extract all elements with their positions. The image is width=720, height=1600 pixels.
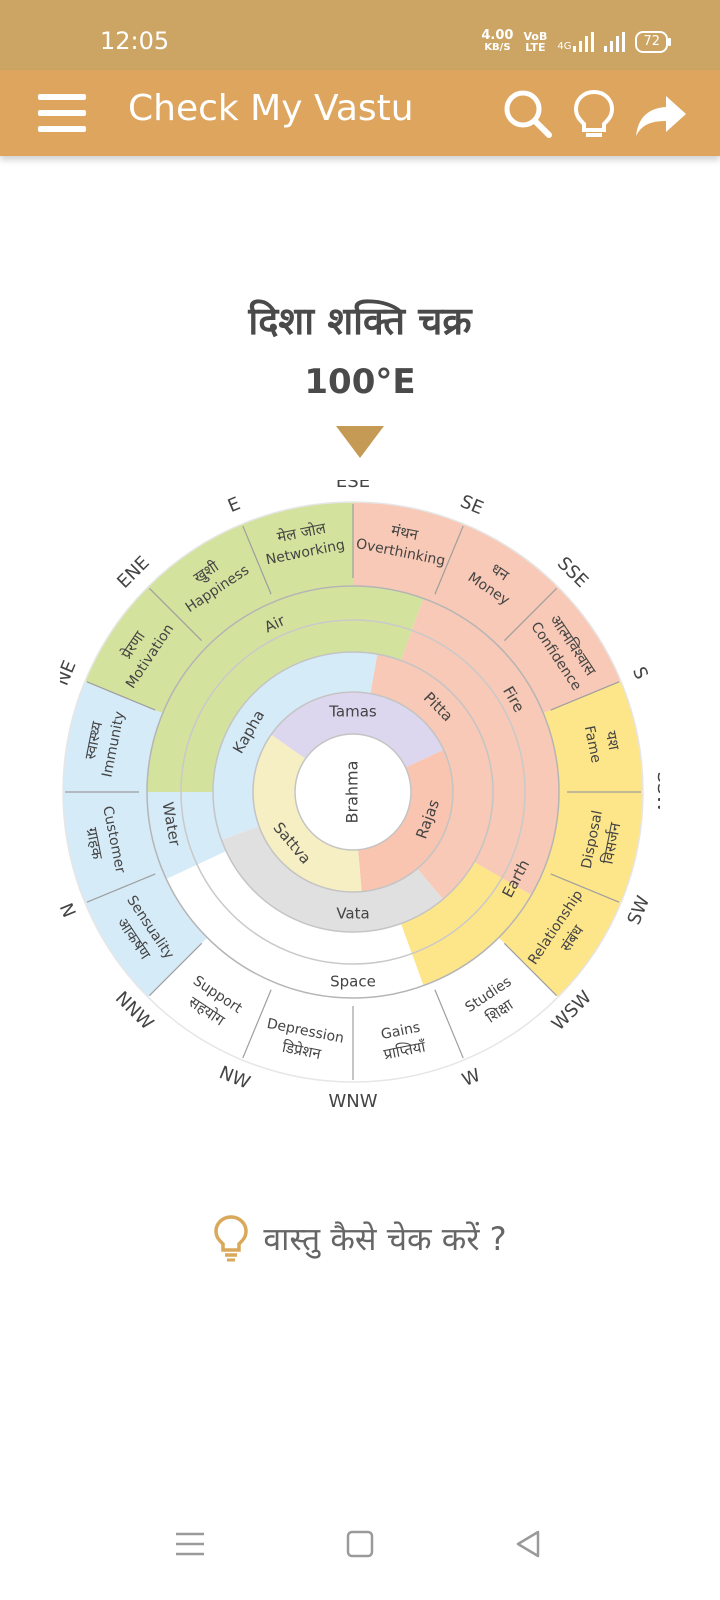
compass-degree: 100°E — [304, 362, 416, 402]
zone-divider — [550, 873, 620, 903]
search-icon — [504, 90, 552, 138]
guna-sattva — [252, 734, 362, 892]
zone-sector — [63, 792, 163, 903]
signal-strength-icon — [604, 32, 626, 52]
inner-element-ring — [180, 619, 526, 965]
search-button[interactable] — [500, 86, 556, 142]
direction-label-ese: ESE — [336, 480, 370, 492]
direction-label-w: W — [459, 1065, 484, 1091]
direction-label-e: E — [225, 493, 244, 517]
zone-sector — [353, 502, 464, 602]
menu-lines-icon — [176, 1532, 204, 1556]
element-ring — [146, 585, 560, 999]
dosha-kapha — [213, 651, 378, 840]
direction-label-sse: SSE — [553, 553, 592, 592]
battery-indicator: 72 — [635, 31, 671, 53]
bulb-icon — [573, 89, 615, 137]
zone-divider — [434, 989, 464, 1059]
guna-ring — [252, 691, 454, 893]
back-button[interactable] — [508, 1524, 548, 1564]
zone-sector — [543, 681, 643, 792]
outer-ring — [62, 501, 644, 1083]
square-icon — [346, 1530, 374, 1558]
direction-label-sw: SW — [624, 893, 655, 928]
zone-sector — [85, 870, 208, 998]
zone-sector — [242, 982, 353, 1082]
menu-button[interactable] — [38, 92, 88, 134]
direction-label-n: N — [60, 900, 79, 920]
recent-apps-button[interactable] — [170, 1524, 210, 1564]
how-to-check-vastu-link[interactable]: वास्तु कैसे चेक करें ? — [0, 1214, 720, 1262]
back-triangle-icon — [516, 1530, 540, 1558]
tips-button[interactable] — [566, 86, 622, 142]
zone-divider — [434, 525, 464, 595]
zone-label-english: Fame — [581, 724, 604, 764]
zone-divider — [86, 681, 156, 711]
app-title: Check My Vastu — [128, 88, 414, 129]
zone-sector — [147, 937, 275, 1060]
guna-label-tamas: Tamas — [328, 703, 377, 721]
zone-sector — [543, 792, 643, 903]
home-button[interactable] — [340, 1524, 380, 1564]
element-fire — [400, 598, 559, 895]
share-icon — [636, 96, 686, 136]
zone-divider — [503, 587, 558, 642]
status-bar: 12:05 4.00 KB/S VoB LTE 4G 72 — [0, 0, 720, 70]
zone-divider — [503, 942, 558, 997]
system-navigation-bar — [0, 1490, 720, 1600]
bulb-icon — [214, 1215, 249, 1262]
element-space — [166, 851, 424, 998]
direction-label-s: S — [628, 664, 652, 683]
disha-shakti-chakra[interactable]: मेल जोलNetworkingमंथनOverthinkingधनMoney… — [60, 480, 660, 1120]
element-earth — [400, 862, 532, 986]
page-heading: दिशा शक्ति चक्र — [248, 299, 472, 343]
direction-label-ssw: SSW — [653, 772, 660, 813]
status-icons: 4.00 KB/S VoB LTE 4G 72 — [481, 28, 671, 54]
dosha-vata — [221, 826, 443, 932]
zone-sector — [85, 586, 208, 714]
zone-divider — [86, 873, 156, 903]
center-ring — [294, 733, 412, 851]
signal-strength-4g-icon: 4G — [557, 32, 595, 52]
zone-label-hindi: ग्राहक — [83, 826, 107, 861]
share-button[interactable] — [632, 86, 688, 142]
direction-label-wnw: WNW — [328, 1091, 377, 1112]
status-time: 12:05 — [100, 27, 170, 55]
center-label-brahma: Brahma — [343, 761, 362, 824]
zone-divider — [550, 681, 620, 711]
element-air — [147, 586, 424, 792]
zone-divider — [148, 587, 203, 642]
app-bar: Check My Vastu — [0, 70, 720, 156]
zone-label-english: Gains — [380, 1020, 422, 1043]
zone-label-hindi: मंथन — [390, 521, 421, 544]
net-speed: 4.00 KB/S — [481, 28, 514, 53]
dosha-pitta — [370, 654, 493, 900]
element-label-space: Space — [330, 973, 376, 991]
dosha-ring — [212, 651, 494, 933]
dosha-label-vata: Vata — [336, 905, 369, 923]
direction-pointer — [336, 426, 384, 458]
zone-sector — [431, 937, 559, 1060]
zone-sector — [498, 870, 621, 998]
zone-sector — [147, 524, 275, 647]
zone-sector — [498, 586, 621, 714]
direction-label-nw: NW — [216, 1062, 253, 1093]
zone-sector — [353, 982, 464, 1082]
volte-indicator: VoB LTE — [523, 30, 548, 54]
zone-divider — [242, 989, 272, 1059]
zone-sector — [242, 502, 353, 602]
direction-label-ne: NE — [60, 658, 81, 689]
zone-sector — [63, 681, 163, 792]
zone-divider — [242, 525, 272, 595]
zone-sector — [431, 524, 559, 647]
direction-label-se: SE — [457, 491, 486, 519]
zone-label-hindi: यश — [602, 729, 623, 752]
zone-divider — [148, 942, 203, 997]
help-text: वास्तु कैसे चेक करें ? — [263, 1219, 507, 1258]
center-brahma — [295, 734, 412, 850]
